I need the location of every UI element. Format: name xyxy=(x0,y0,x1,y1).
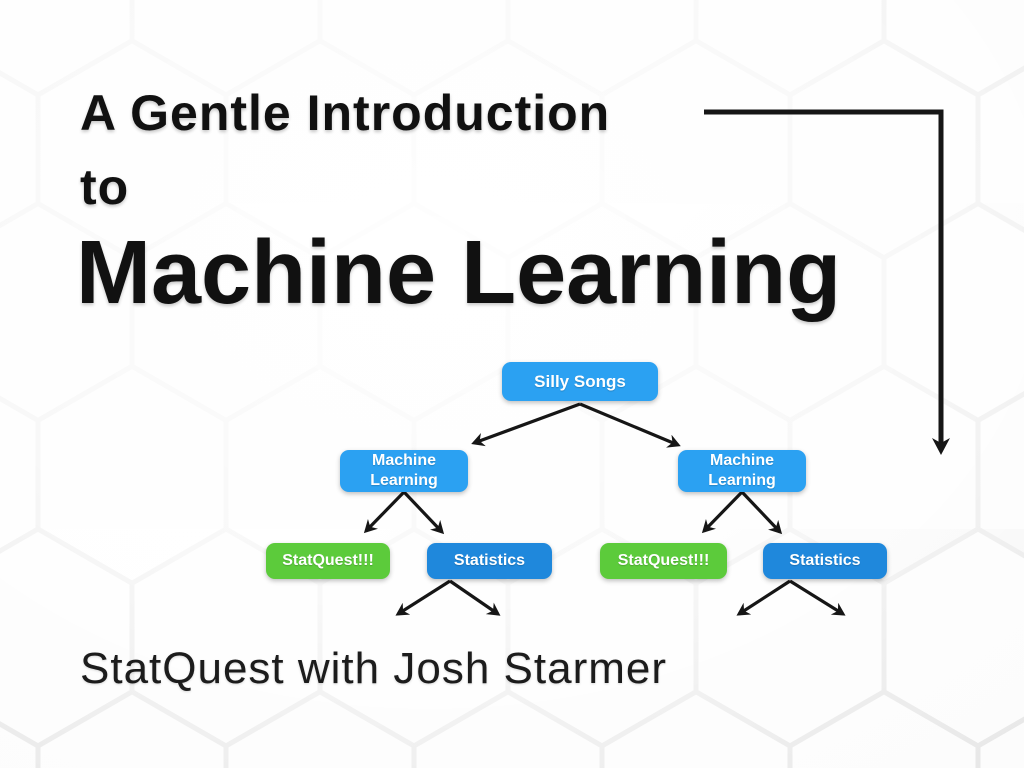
tree-node-silly-songs: Silly Songs xyxy=(502,362,658,401)
tree-node-statquest-right: StatQuest!!! xyxy=(600,543,727,579)
tree-node-label: StatQuest!!! xyxy=(617,552,710,569)
tree-node-statistics-left: Statistics xyxy=(427,543,552,579)
tree-node-statistics-right: Statistics xyxy=(763,543,887,579)
channel-credit: StatQuest with Josh Starmer xyxy=(80,644,667,693)
tree-node-machine-learning-right: Machine Learning xyxy=(678,450,806,492)
tree-node-machine-learning-left: Machine Learning xyxy=(340,450,468,492)
tree-node-label: Machine Learning xyxy=(370,452,438,489)
title-line-3-machine-learning: Machine Learning xyxy=(76,223,842,323)
tree-node-statquest-left: StatQuest!!! xyxy=(266,543,390,579)
tree-node-label: Silly Songs xyxy=(534,371,626,391)
title-line-1: A Gentle Introduction xyxy=(80,85,611,141)
tree-node-label: Statistics xyxy=(789,552,861,569)
title-line-2: to xyxy=(80,159,130,215)
tree-node-label: Machine Learning xyxy=(708,452,776,489)
tree-node-label: Statistics xyxy=(453,552,526,569)
tree-node-label: StatQuest!!! xyxy=(282,552,374,569)
